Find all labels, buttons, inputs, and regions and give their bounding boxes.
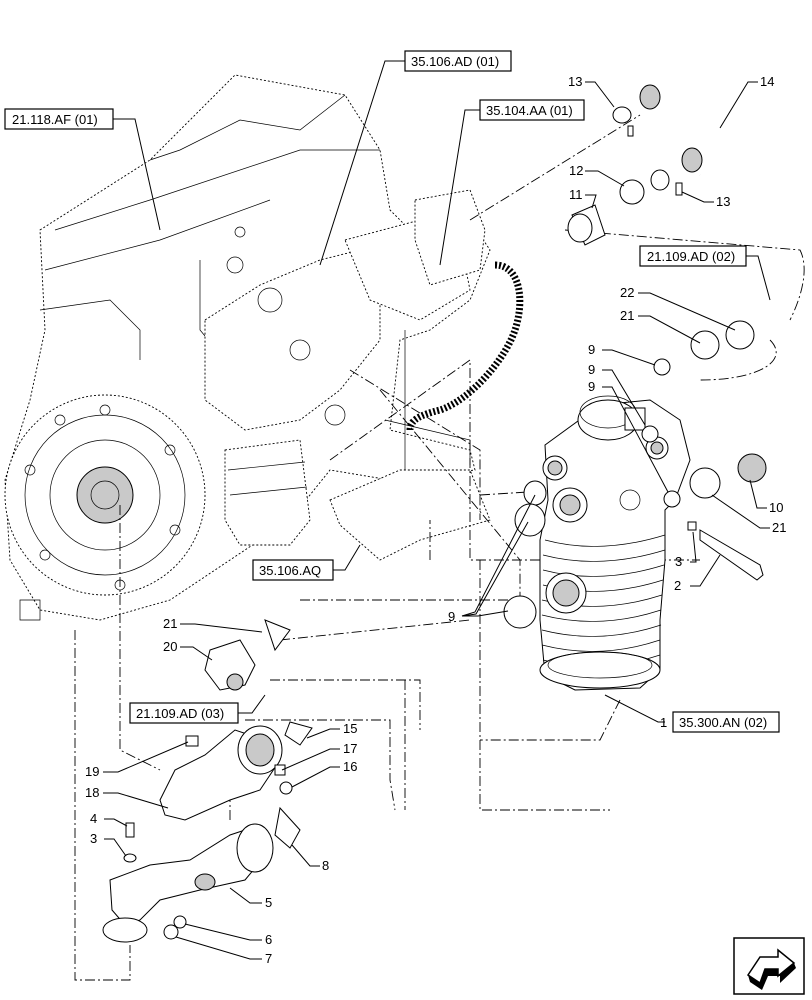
callout-5: 5 (265, 895, 272, 910)
callout-9-a: 9 (588, 342, 595, 357)
callout-13-upper: 13 (568, 74, 582, 89)
ref-box-label: 35.300.AN (02) (679, 715, 767, 730)
callout-4: 4 (90, 811, 97, 826)
ref-box-35-106-aq[interactable]: 35.106.AQ (252, 559, 334, 581)
filter-housing-lower (224, 439, 311, 546)
callout-10: 10 (769, 500, 783, 515)
fittings-upper-right (567, 71, 767, 581)
callout-9-c: 9 (588, 379, 595, 394)
phantom-lines (74, 114, 805, 981)
callout-9-d: 9 (448, 609, 455, 624)
callout-3-lower: 3 (90, 831, 97, 846)
callout-12: 12 (569, 163, 583, 178)
ref-box-35-104-aa-01[interactable]: 35.104.AA (01) (479, 99, 585, 121)
callout-18: 18 (85, 785, 99, 800)
callout-21-upper: 21 (620, 308, 634, 323)
callout-21-lower: 21 (163, 616, 177, 631)
callout-8: 8 (322, 858, 329, 873)
callout-9-b: 9 (588, 362, 595, 377)
ref-box-label: 35.106.AD (01) (411, 54, 499, 69)
ref-box-label: 21.109.AD (03) (136, 706, 224, 721)
ref-box-21-118-af-01[interactable]: 21.118.AF (01) (4, 108, 114, 130)
hydraulic-pump (204, 189, 486, 431)
fittings-lower (102, 619, 313, 943)
ref-box-label: 35.106.AQ (259, 563, 321, 578)
callout-21-right: 21 (772, 520, 786, 535)
next-page-arrow-icon[interactable] (733, 937, 805, 995)
ref-box-label: 21.109.AD (02) (647, 249, 735, 264)
ref-box-21-109-ad-02[interactable]: 21.109.AD (02) (639, 245, 747, 267)
ref-box-21-109-ad-03[interactable]: 21.109.AD (03) (129, 702, 239, 724)
ref-box-35-300-an-02[interactable]: 35.300.AN (02) (672, 711, 780, 733)
callout-19: 19 (85, 764, 99, 779)
pressure-tube (406, 261, 524, 431)
ref-box-35-106-ad-01[interactable]: 35.106.AD (01) (404, 50, 512, 72)
callouts: 13 14 12 11 13 22 21 9 9 9 10 21 3 2 9 1 (85, 74, 786, 966)
ref-leaders (113, 60, 771, 723)
callout-7: 7 (265, 951, 272, 966)
callout-14: 14 (760, 74, 774, 89)
ref-box-label: 21.118.AF (01) (12, 112, 98, 127)
callout-3-right: 3 (675, 554, 682, 569)
callout-15: 15 (343, 721, 357, 736)
callout-22: 22 (620, 285, 634, 300)
callout-17: 17 (343, 741, 357, 756)
hydraulic-filter-body (539, 395, 691, 691)
callout-1: 1 (660, 715, 667, 730)
o-rings (503, 358, 681, 629)
callout-13-lower: 13 (716, 194, 730, 209)
callout-6: 6 (265, 932, 272, 947)
callout-16: 16 (343, 759, 357, 774)
callout-11: 11 (569, 187, 583, 202)
ref-box-label: 35.104.AA (01) (486, 103, 573, 118)
callout-2: 2 (674, 578, 681, 593)
callout-20: 20 (163, 639, 177, 654)
